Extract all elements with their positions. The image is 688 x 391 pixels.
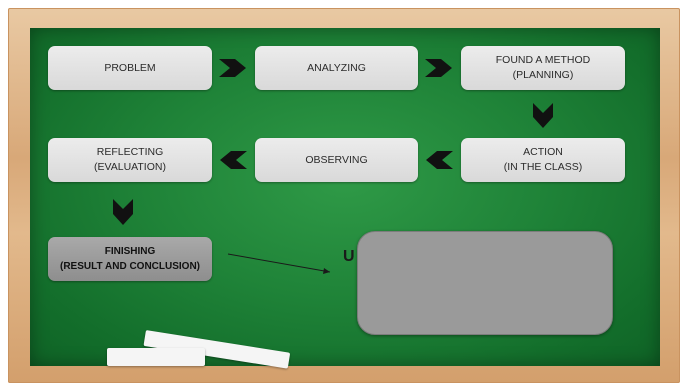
chevron-down-icon xyxy=(113,199,133,225)
step-finishing: FINISHING (RESULT AND CONCLUSION) xyxy=(48,237,212,281)
step-observing: OBSERVING xyxy=(255,138,418,182)
chevron-left-icon xyxy=(220,151,247,169)
step-observing-label: OBSERVING xyxy=(305,153,368,166)
blank-result-box xyxy=(357,231,613,335)
step-analyzing: ANALYZING xyxy=(255,46,418,90)
chalk-stick xyxy=(107,348,205,366)
connector-line xyxy=(227,253,331,273)
arrowhead-icon xyxy=(323,268,330,274)
step-analyzing-label: ANALYZING xyxy=(307,61,366,74)
step-reflecting: REFLECTING (EVALUATION) xyxy=(48,138,212,182)
step-found-method: FOUND A METHOD (PLANNING) xyxy=(461,46,625,90)
step-problem-label: PROBLEM xyxy=(104,61,156,74)
chevron-right-icon xyxy=(425,59,452,77)
step-problem: PROBLEM xyxy=(48,46,212,90)
step-found-method-label: FOUND A METHOD (PLANNING) xyxy=(495,54,591,81)
step-action: ACTION (IN THE CLASS) xyxy=(461,138,625,182)
step-reflecting-label: REFLECTING (EVALUATION) xyxy=(94,146,166,173)
chevron-down-icon xyxy=(533,103,553,128)
step-action-label: ACTION (IN THE CLASS) xyxy=(503,146,583,173)
step-finishing-label: FINISHING (RESULT AND CONCLUSION) xyxy=(60,246,200,272)
partial-label: U xyxy=(343,248,355,265)
chevron-right-icon xyxy=(219,59,246,77)
chevron-left-icon xyxy=(426,151,453,169)
